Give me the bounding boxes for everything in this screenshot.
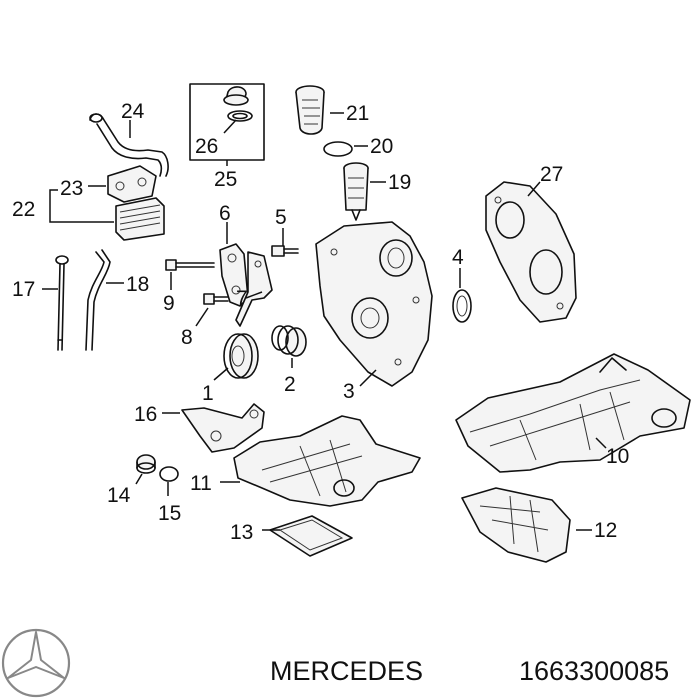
callout-17: 17	[12, 278, 35, 301]
part-number: 1663300085	[519, 656, 669, 686]
mercedes-star-logo-icon	[1, 628, 71, 698]
part-5-bolt	[271, 245, 299, 257]
callout-4: 4	[452, 246, 464, 269]
part-17-dipstick	[55, 255, 69, 351]
part-14-plug	[136, 454, 156, 474]
callout-23: 23	[60, 177, 83, 200]
callout-19: 19	[388, 171, 411, 194]
leader-26	[223, 119, 237, 134]
callout-9: 9	[163, 292, 175, 315]
part-12-sump	[461, 487, 571, 563]
callout-3: 3	[343, 380, 355, 403]
callout-22: 22	[12, 198, 35, 221]
callout-11: 11	[190, 472, 212, 495]
part-10-oil-pan	[455, 353, 691, 473]
part-2-bellows	[271, 325, 307, 357]
part-7-tensioner-arm	[235, 251, 273, 327]
part-24-oil-pipe	[89, 113, 169, 177]
part-27-gasket-plate	[485, 181, 577, 323]
callout-27: 27	[540, 163, 563, 186]
callout-12: 12	[594, 519, 617, 542]
callout-25: 25	[214, 168, 237, 191]
leader-22	[49, 189, 114, 223]
part-18-dipstick-tube	[85, 249, 111, 351]
part-1-pulley	[223, 333, 259, 379]
brand-name: MERCEDES	[270, 656, 423, 686]
callout-18: 18	[126, 273, 149, 296]
callout-1: 1	[202, 382, 214, 405]
part-3-timing-cover	[315, 221, 433, 387]
part-22-oil-cooler	[115, 197, 165, 241]
callout-14: 14	[107, 484, 131, 507]
part-11-upper-oil-pan	[233, 415, 421, 507]
callout-6: 6	[219, 202, 231, 225]
callout-20: 20	[370, 135, 393, 158]
callout-8: 8	[181, 326, 193, 349]
callout-15: 15	[158, 502, 181, 525]
leader-14	[135, 473, 143, 485]
leader-7	[245, 291, 263, 299]
callout-21: 21	[346, 102, 369, 125]
part-21-filter-cap	[295, 85, 325, 135]
part-8-bolt	[203, 293, 229, 305]
part-15-washer	[159, 466, 179, 482]
leader-27	[527, 181, 541, 197]
callout-16: 16	[134, 403, 157, 426]
callout-5: 5	[275, 206, 287, 229]
callout-26: 26	[195, 135, 218, 158]
callout-13: 13	[230, 521, 253, 544]
part-16-mount-bracket	[181, 403, 265, 453]
part-19-filter-element	[343, 162, 369, 221]
leader-8	[195, 307, 209, 327]
callout-2: 2	[284, 373, 296, 396]
part-20-seal-ring	[323, 141, 353, 157]
part-23-cooler-housing	[107, 165, 157, 203]
leader-10	[595, 437, 607, 449]
leader-3	[359, 369, 377, 387]
callout-10: 10	[606, 445, 629, 468]
callout-7: 7	[236, 287, 248, 310]
part-9-long-bolt	[165, 259, 215, 271]
part-13-pan-gasket	[269, 515, 353, 557]
callout-24: 24	[121, 100, 145, 123]
part-4-seal	[452, 289, 472, 323]
leader-1	[213, 367, 229, 381]
